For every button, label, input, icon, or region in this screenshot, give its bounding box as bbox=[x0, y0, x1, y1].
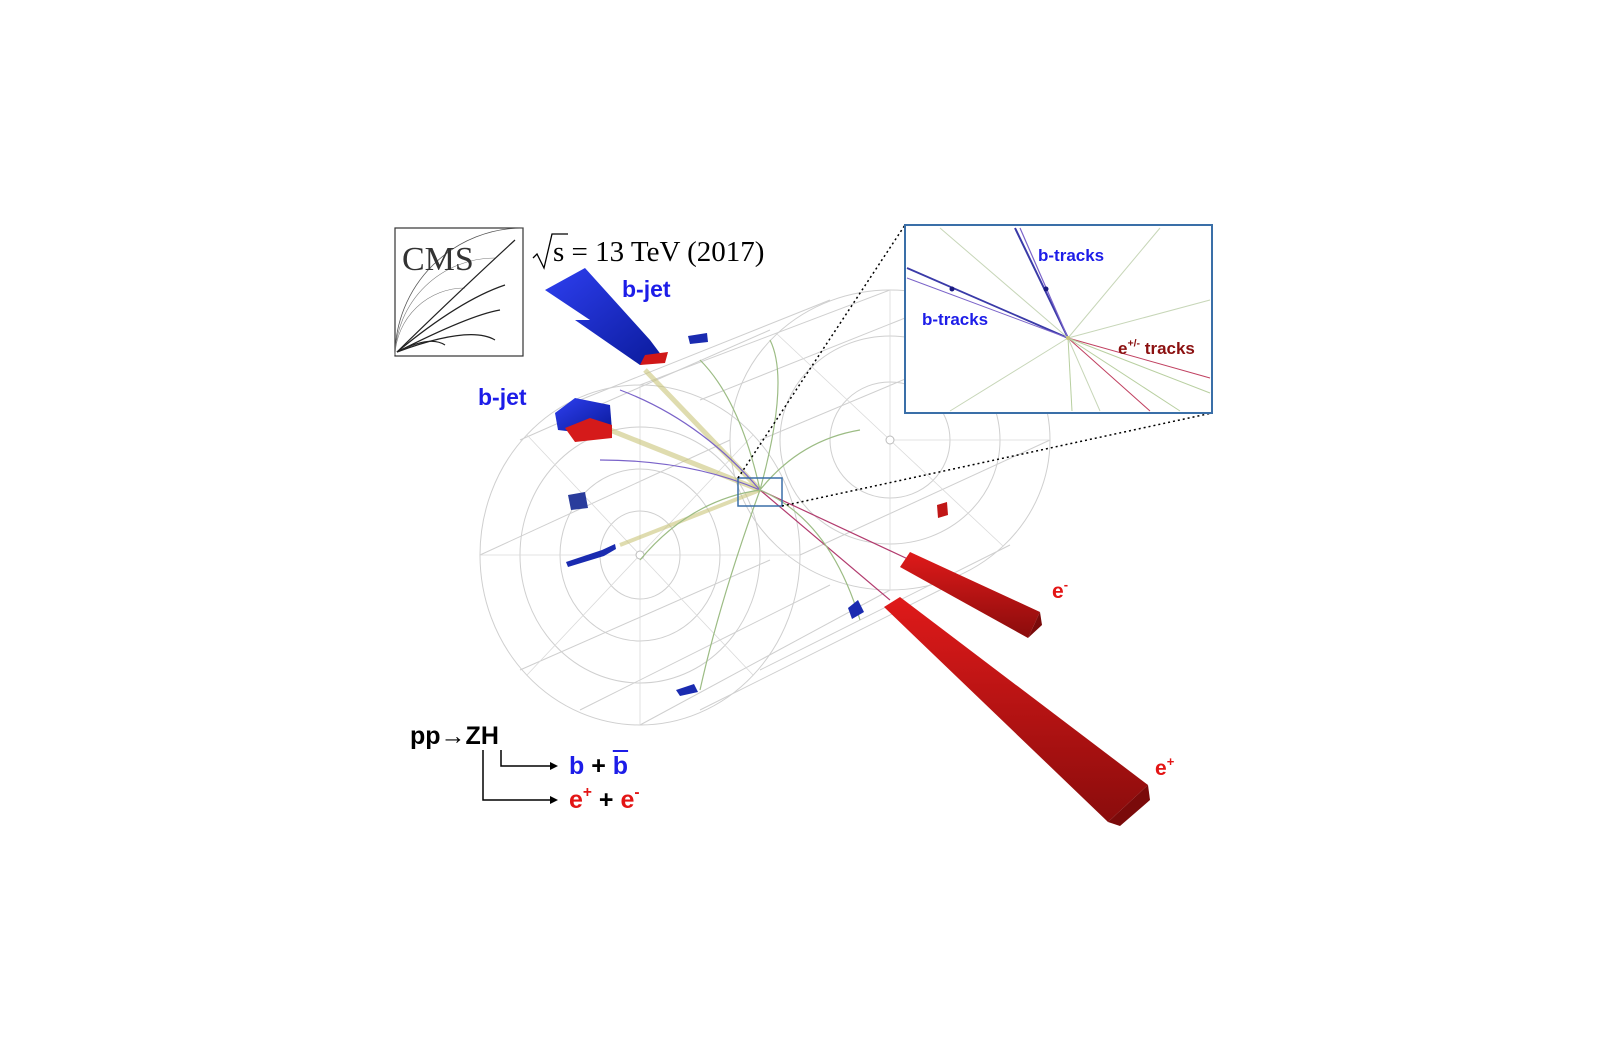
sqrt-symbol bbox=[532, 233, 568, 270]
e-plus-sup: + bbox=[1166, 753, 1175, 769]
e-minus-label: e- bbox=[1052, 576, 1069, 604]
tracks bbox=[599, 339, 911, 691]
calo-deposit-2 bbox=[688, 333, 708, 344]
bjet-left-tower-red bbox=[565, 418, 612, 442]
arrowhead-bb bbox=[550, 762, 558, 770]
detector-radial-lines bbox=[480, 290, 1050, 725]
calo-deposit-1 bbox=[568, 492, 588, 510]
calo-deposit-3 bbox=[848, 600, 864, 619]
decay-e2: e bbox=[620, 786, 635, 814]
e-plus-text: e bbox=[1155, 757, 1167, 780]
decay-plus-2: + bbox=[598, 786, 614, 814]
energy-value: = 13 TeV (2017) bbox=[571, 236, 765, 268]
decay-bbar: b bbox=[612, 752, 629, 780]
inset-e-text: e bbox=[1118, 339, 1128, 358]
beam-pipe-right bbox=[885, 435, 895, 445]
zoom-connector-bottom bbox=[781, 412, 1213, 507]
decay-e1-sup: + bbox=[582, 784, 592, 802]
inset-btracks-top: b-tracks bbox=[1038, 246, 1105, 265]
e-plus-tower-end bbox=[1108, 785, 1150, 826]
bjet-top-label: b-jet bbox=[622, 276, 671, 302]
arrowhead-ee bbox=[550, 796, 558, 804]
zoom-connector-top bbox=[737, 224, 906, 479]
inset-btracks-left: b-tracks bbox=[922, 310, 989, 329]
bjet-top-tower bbox=[545, 268, 665, 365]
decay-ee: e+ + e- bbox=[569, 784, 640, 815]
calo-deposit-5 bbox=[937, 502, 948, 518]
cms-logo-text: CMS bbox=[402, 241, 474, 278]
cms-logo: CMS bbox=[394, 227, 524, 357]
e-minus-text: e bbox=[1052, 580, 1064, 603]
e-plus-label: e+ bbox=[1155, 753, 1175, 781]
e-plus-tower bbox=[884, 597, 1148, 822]
inset-e-sup: +/- bbox=[1127, 337, 1141, 350]
e-minus-sup: - bbox=[1063, 576, 1069, 592]
decay-b: b bbox=[569, 752, 585, 780]
sqrt-s: s bbox=[553, 236, 565, 268]
decay-process: pp→ZH bbox=[410, 722, 499, 750]
decay-e1: e bbox=[569, 786, 583, 814]
bjet-top-tip bbox=[640, 352, 668, 365]
decay-tree-arrows bbox=[482, 750, 550, 801]
decay-e2-sup: - bbox=[634, 784, 640, 802]
e-minus-tower-end bbox=[1028, 612, 1042, 638]
decay-bb: b + b bbox=[569, 752, 628, 781]
inset-e-suffix: tracks bbox=[1140, 339, 1195, 358]
decay-plus-1: + bbox=[591, 752, 606, 780]
vertex-zoom-box bbox=[737, 477, 783, 507]
energy-label: s = 13 TeV (2017) bbox=[553, 236, 764, 269]
vertex-inset bbox=[904, 224, 1213, 414]
beam-pipe-left bbox=[635, 550, 645, 560]
calo-deposit-4 bbox=[676, 684, 698, 696]
bjet-left-label: b-jet bbox=[478, 384, 527, 410]
calo-deposit-6 bbox=[566, 544, 616, 567]
inset-e-tracks: e+/- tracks bbox=[1118, 337, 1195, 359]
e-minus-tower bbox=[900, 552, 1040, 638]
